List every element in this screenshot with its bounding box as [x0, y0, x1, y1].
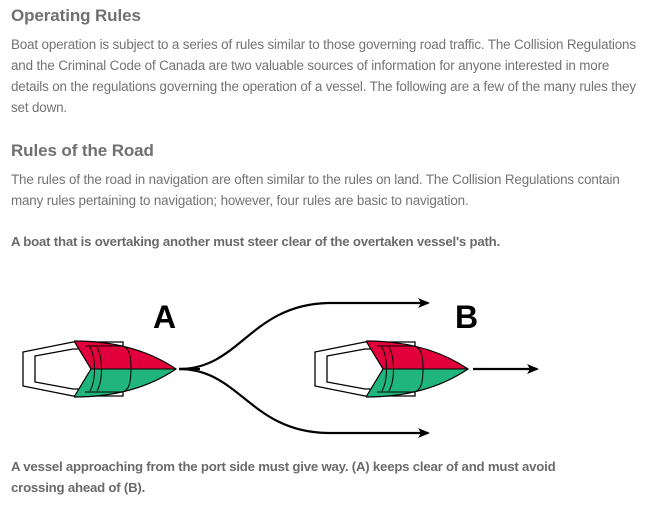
label-a: A: [153, 299, 176, 335]
rules-of-road-paragraph: The rules of the road in navigation are …: [11, 172, 620, 208]
heading-rules-of-the-road: Rules of the Road: [11, 141, 154, 160]
intro-paragraph: Boat operation is subject to a series of…: [11, 37, 636, 115]
label-b: B: [455, 299, 478, 335]
boat-b-port-bow: [366, 341, 468, 369]
rule-port-side: A vessel approaching from the port side …: [11, 459, 556, 495]
boat-b: [314, 340, 470, 398]
rule-overtaking: A boat that is overtaking another must s…: [11, 234, 500, 249]
overtake-path-upper-arrow: [178, 298, 430, 371]
boat-a: [22, 340, 178, 398]
boat-b-starboard-bow: [366, 369, 468, 397]
overtaking-diagram: A B: [22, 298, 539, 438]
boat-a-starboard-bow: [74, 369, 176, 397]
heading-operating-rules: Operating Rules: [11, 6, 141, 25]
boat-a-port-bow: [74, 341, 176, 369]
overtake-path-lower-arrow: [178, 367, 430, 438]
